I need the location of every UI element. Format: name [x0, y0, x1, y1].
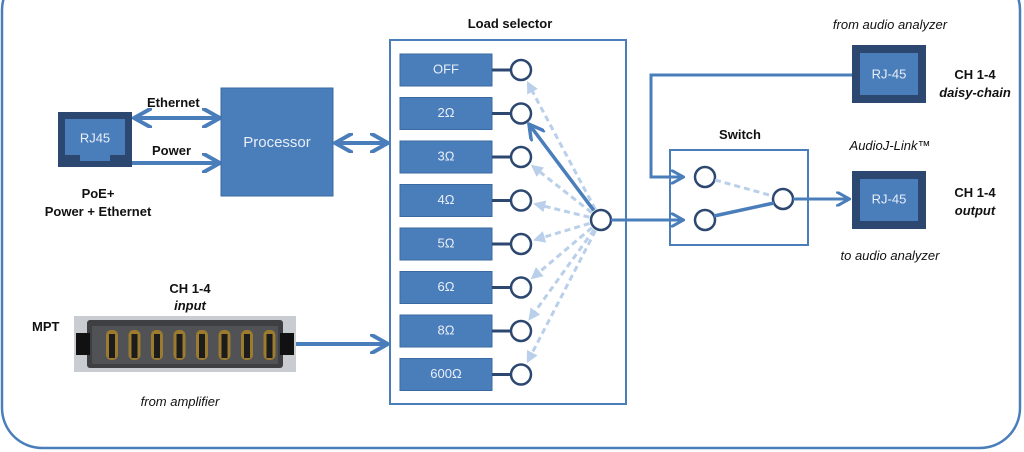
output-channel-sub: output: [954, 203, 996, 218]
load-option[interactable]: 5Ω: [399, 227, 533, 261]
load-option-label: 6Ω: [438, 279, 455, 294]
daisy-chain-rj45: RJ-45: [852, 45, 926, 103]
selected-load-path: [530, 125, 596, 212]
load-option[interactable]: 600Ω: [399, 358, 533, 391]
load-common-node: [589, 208, 613, 232]
load-option-label: 2Ω: [438, 105, 455, 120]
mpt-channel-sub: input: [174, 298, 206, 313]
load-option[interactable]: OFF: [399, 53, 533, 87]
inactive-load-path: [528, 228, 596, 321]
inactive-load-path: [530, 164, 593, 214]
switch-output-node: [771, 187, 795, 211]
switch-input-a: [693, 165, 717, 189]
load-contact: [509, 145, 533, 169]
output-dest: to audio analyzer: [840, 248, 940, 263]
daisy-chain-line: [649, 73, 852, 177]
mpt-pin: [241, 330, 253, 360]
output-brand: AudioJ-Link™: [849, 138, 931, 153]
output-channel: CH 1-4: [954, 185, 996, 200]
mpt-pin: [196, 330, 208, 360]
load-option-label: 3Ω: [438, 148, 455, 163]
poe-caption-2: Power + Ethernet: [44, 204, 152, 219]
load-selector-title: Load selector: [467, 16, 553, 31]
load-option[interactable]: 8Ω: [399, 314, 533, 348]
mpt-pin: [106, 330, 118, 360]
load-option[interactable]: 2Ω: [399, 97, 533, 130]
load-option-label: 4Ω: [438, 192, 455, 207]
switch-title: Switch: [719, 127, 761, 142]
load-contact: [509, 363, 533, 386]
load-option[interactable]: 6Ω: [399, 271, 533, 304]
load-selector-frame: [389, 39, 627, 405]
daisy-source: from audio analyzer: [832, 17, 948, 32]
inactive-load-path: [526, 81, 597, 211]
switch-input-b: [693, 208, 717, 232]
mpt-source: from amplifier: [140, 394, 220, 409]
mpt-pin: [151, 330, 163, 360]
switch-active-path: [713, 201, 775, 218]
switch-inactive-path: [714, 178, 774, 198]
load-option-label: 5Ω: [438, 235, 455, 250]
mpt-pin: [218, 330, 231, 360]
load-contact: [509, 102, 533, 125]
load-option[interactable]: 3Ω: [399, 140, 533, 174]
inactive-load-path: [530, 226, 593, 280]
ethernet-label: Ethernet: [147, 95, 200, 110]
load-option[interactable]: 4Ω: [399, 184, 533, 217]
daisy-rj45-label: RJ-45: [872, 66, 907, 81]
load-contact: [509, 276, 533, 299]
mpt-pin: [173, 330, 186, 360]
inactive-load-path: [526, 229, 597, 364]
load-option-label: OFF: [433, 61, 459, 76]
mpt-pin: [263, 330, 276, 360]
output-rj45-label: RJ-45: [872, 191, 907, 206]
mpt-connector: [74, 316, 296, 372]
mpt-label: MPT: [32, 319, 60, 334]
daisy-channel: CH 1-4: [954, 67, 996, 82]
load-option-label: 8Ω: [438, 322, 455, 337]
daisy-channel-sub: daisy-chain: [939, 85, 1011, 100]
mpt-pin: [128, 330, 141, 360]
load-contact: [509, 189, 533, 212]
poe-rj45-label: RJ45: [80, 130, 110, 145]
poe-caption-1: PoE+: [81, 186, 115, 201]
load-contact: [509, 319, 533, 343]
poe-rj45-connector: RJ45: [58, 112, 132, 167]
load-option-label: 600Ω: [430, 366, 462, 381]
load-contact: [509, 58, 533, 82]
output-rj45: RJ-45: [852, 171, 926, 229]
power-label: Power: [152, 143, 192, 158]
mpt-channel: CH 1-4: [169, 281, 211, 296]
processor-label: Processor: [243, 134, 311, 151]
load-contact: [509, 232, 533, 256]
